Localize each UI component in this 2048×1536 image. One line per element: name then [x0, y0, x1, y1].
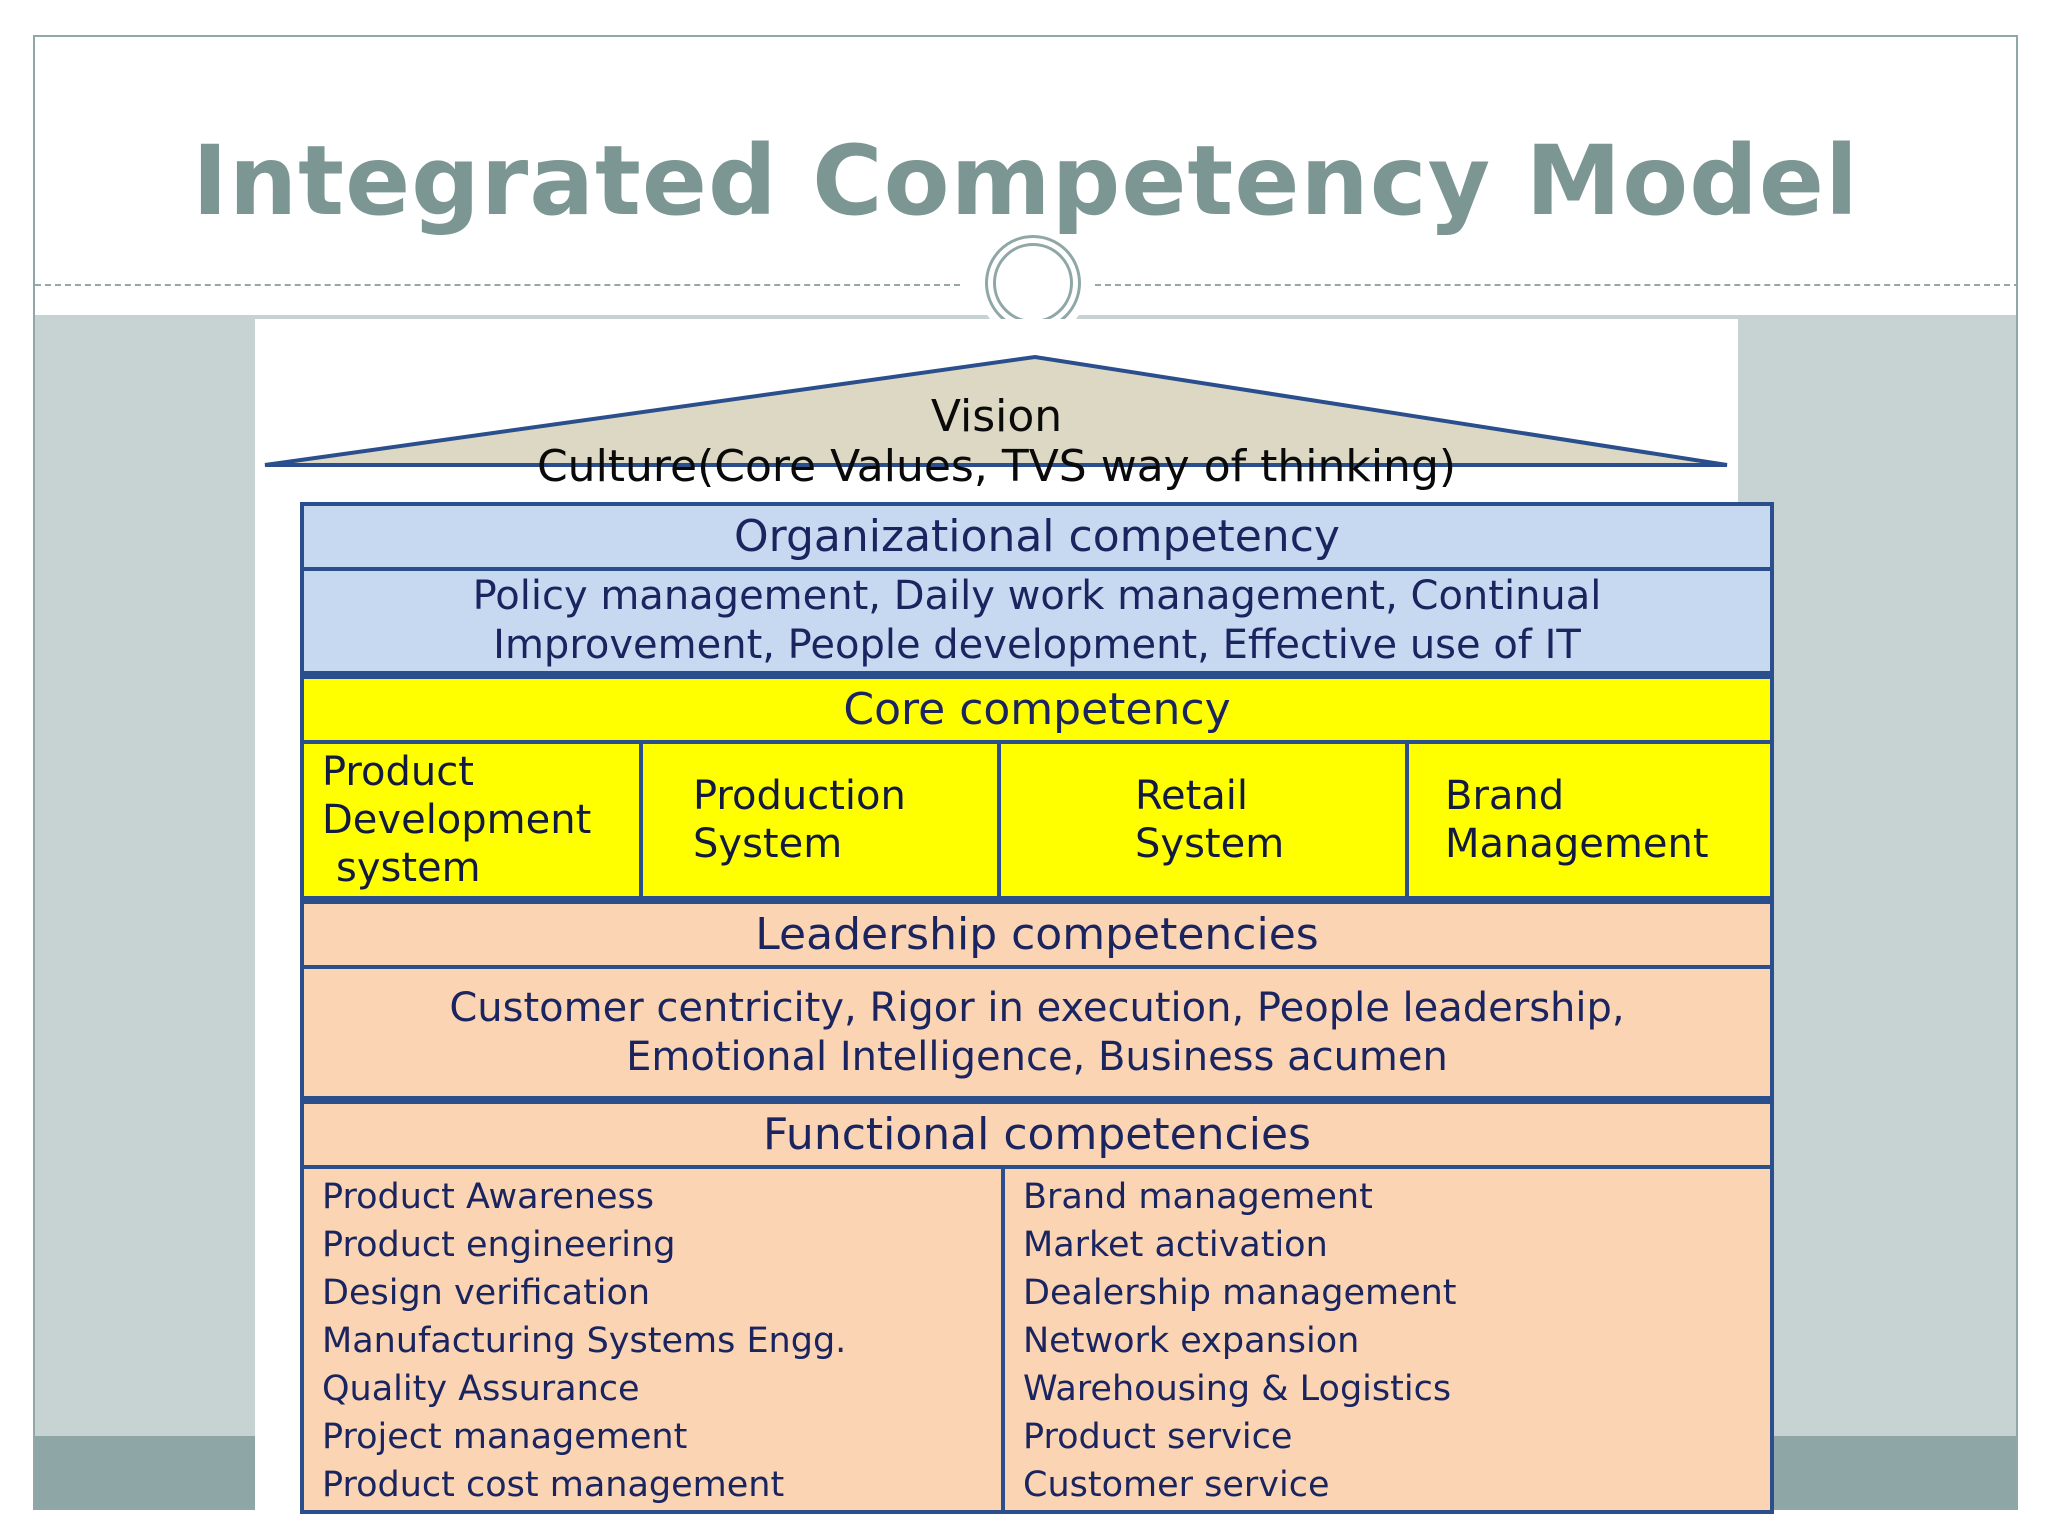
leadership-line-1: Customer centricity, Rigor in execution,…: [449, 984, 1625, 1031]
core-cell-1-line-1: Product: [322, 749, 474, 795]
core-cell-4-line-2: Management: [1445, 821, 1709, 867]
organizational-body: Policy management, Daily work management…: [300, 567, 1774, 675]
competency-house-diagram: Vision Culture(Core Values, TVS way of t…: [255, 319, 1774, 1534]
functional-right-item: Dealership management: [1023, 1273, 1457, 1313]
core-header: Core competency: [300, 675, 1774, 744]
leadership-header: Leadership competencies: [300, 900, 1774, 969]
functional-right-item: Network expansion: [1023, 1321, 1360, 1361]
core-cell-2-line-1: Production: [693, 773, 906, 819]
functional-left-item: Product Awareness: [322, 1177, 654, 1217]
functional-right-item: Brand management: [1023, 1177, 1373, 1217]
functional-left-item: Project management: [322, 1417, 688, 1457]
leadership-header-label: Leadership competencies: [755, 909, 1319, 960]
functional-right-item: Customer service: [1023, 1465, 1330, 1505]
functional-header: Functional competencies: [300, 1100, 1774, 1169]
roof-vision-label: Vision: [930, 391, 1063, 442]
organizational-line-2: Improvement, People development, Effecti…: [493, 622, 1581, 668]
functional-left-item: Quality Assurance: [322, 1369, 640, 1409]
functional-right-item: Warehousing & Logistics: [1023, 1369, 1452, 1409]
core-cell-product-development: Product Development system: [300, 740, 643, 900]
organizational-header: Organizational competency: [300, 502, 1774, 571]
functional-left-item: Design verification: [322, 1273, 651, 1313]
functional-right-item: Product service: [1023, 1417, 1293, 1457]
leadership-line-2: Emotional Intelligence, Business acumen: [626, 1033, 1448, 1080]
core-cell-1-line-2: Development: [322, 797, 592, 843]
functional-left-item: Product engineering: [322, 1225, 676, 1265]
functional-left-item: Product cost management: [322, 1465, 785, 1505]
core-cell-4-line-1: Brand: [1445, 773, 1565, 819]
core-cell-brand-management: Brand Management: [1405, 740, 1774, 900]
core-cell-3-line-2: System: [1135, 821, 1285, 867]
title-divider-left: [35, 284, 960, 286]
functional-right-item: Market activation: [1023, 1225, 1328, 1265]
functional-list-left: Product Awareness Product engineering De…: [300, 1165, 1005, 1514]
core-cell-3-line-1: Retail: [1135, 773, 1249, 819]
core-cell-production-system: Production System: [639, 740, 1001, 900]
leadership-body: Customer centricity, Rigor in execution,…: [300, 965, 1774, 1100]
roof-culture-label: Culture(Core Values, TVS way of thinking…: [536, 441, 1457, 492]
core-cell-1-line-3: system: [336, 845, 481, 891]
roof-shape: [264, 354, 1728, 467]
organizational-line-1: Policy management, Daily work management…: [472, 573, 1602, 619]
roof-triangle: [264, 354, 1728, 467]
title-divider-right: [1095, 284, 2016, 286]
core-cell-retail-system: Retail System: [997, 740, 1409, 900]
core-cell-2-line-2: System: [693, 821, 843, 867]
functional-list-right: Brand management Market activation Deale…: [1001, 1165, 1774, 1514]
organizational-header-label: Organizational competency: [734, 511, 1340, 562]
core-header-label: Core competency: [843, 684, 1231, 735]
functional-left-item: Manufacturing Systems Engg.: [322, 1321, 847, 1361]
functional-header-label: Functional competencies: [763, 1109, 1311, 1160]
slide-title: Integrated Competency Model: [192, 125, 1859, 237]
